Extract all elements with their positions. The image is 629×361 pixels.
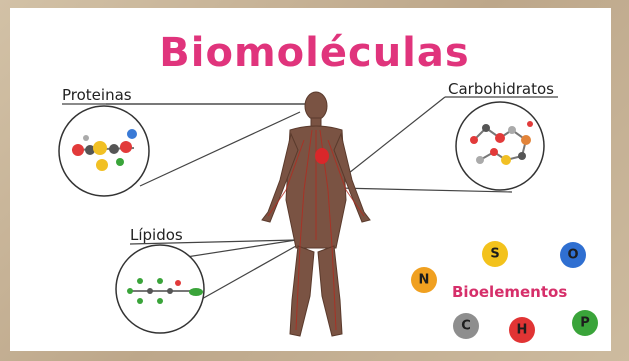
element-h-symbol: H	[517, 323, 528, 338]
carbohidratos-connector-bottom	[338, 188, 512, 192]
human-body-figure	[262, 92, 370, 336]
proteinas-circle	[59, 106, 149, 196]
carbohidratos-circle	[456, 102, 544, 190]
element-p-symbol: P	[580, 316, 590, 331]
element-n-symbol: N	[419, 273, 430, 288]
heart-icon	[315, 148, 329, 164]
lipidos-circle	[116, 245, 204, 333]
proteinas-connector-bottom	[140, 112, 300, 186]
element-s-symbol: S	[490, 247, 499, 262]
element-o-symbol: O	[567, 248, 578, 263]
element-c-symbol: C	[461, 319, 471, 334]
bioelementos-label: Bioelementos	[452, 283, 567, 301]
